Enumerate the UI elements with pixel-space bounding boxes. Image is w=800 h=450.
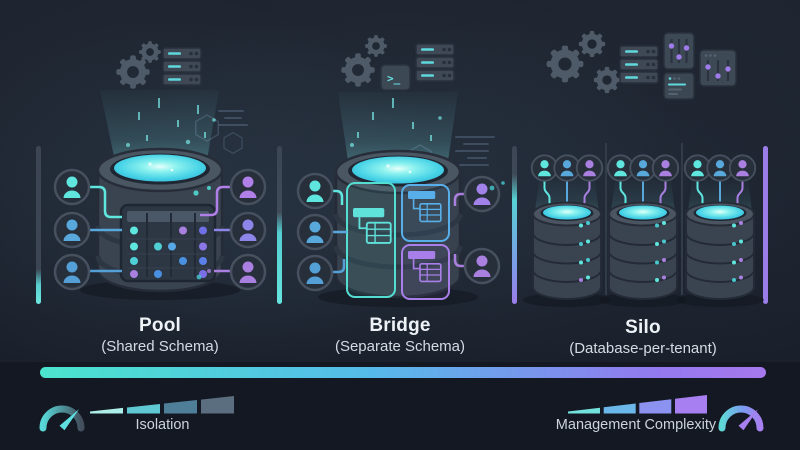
server-rack-icon <box>619 45 659 84</box>
disc-status-dots <box>732 221 743 282</box>
tenant-avatar <box>296 172 334 210</box>
bridge-subtitle: (Separate Schema) <box>334 338 466 355</box>
silo-illustration <box>523 154 764 307</box>
glow-top <box>619 205 667 220</box>
bridge-ops-icons: >_ <box>341 35 455 91</box>
light-beam <box>100 90 219 166</box>
tenant-avatar <box>53 168 91 206</box>
tenant-avatar <box>229 253 267 291</box>
tenant-data-dots <box>130 226 207 278</box>
gear-icon <box>579 31 605 57</box>
silo-database-group <box>676 154 764 307</box>
server-rack-icon <box>415 43 455 82</box>
tenant-avatar <box>575 154 604 182</box>
tenant-avatar <box>229 211 267 249</box>
gear-icon <box>341 53 374 86</box>
section-accent-bar <box>512 146 517 304</box>
bridge-title: Bridge <box>369 315 431 336</box>
glow-top <box>696 205 744 220</box>
tenant-avatar <box>229 168 267 206</box>
isolation-label: Isolation <box>135 417 190 433</box>
tenant-avatar <box>651 154 680 182</box>
tenant-avatar <box>53 253 91 291</box>
tenant-avatar <box>728 154 757 182</box>
complexity-gauge-icon <box>718 405 764 432</box>
section-accent-bar <box>36 146 41 304</box>
management-complexity-label: Management Complexity <box>555 417 717 433</box>
settings-window-icon <box>663 72 695 100</box>
pool-illustration <box>53 90 267 300</box>
light-beam <box>338 92 458 168</box>
database-cylinder <box>608 213 678 300</box>
beam-particles <box>350 98 442 147</box>
sliders-icon <box>663 32 695 70</box>
silo-divider <box>681 143 683 295</box>
tenant-avatar <box>463 175 501 213</box>
glow-top <box>543 205 591 220</box>
isolation-ramp <box>90 396 234 414</box>
glow-top <box>114 154 206 182</box>
tenant-avatar <box>296 213 334 251</box>
gear-icon <box>365 35 387 57</box>
silo-database-group <box>523 154 611 307</box>
gear-icon <box>139 41 161 63</box>
gear-icon <box>547 46 584 83</box>
silo-divider <box>605 143 607 295</box>
silo-title: Silo <box>625 317 661 338</box>
connector-lines <box>89 185 231 273</box>
svg-text:>_: >_ <box>387 72 401 85</box>
tenant-avatar <box>463 247 501 285</box>
pool-title: Pool <box>139 315 181 336</box>
code-lines-decoration <box>218 110 495 166</box>
beam-particles <box>126 98 216 147</box>
disc-status-dots <box>655 221 666 282</box>
silo-subtitle: (Database-per-tenant) <box>569 340 717 357</box>
connector-lines <box>332 189 465 274</box>
section-accent-bar <box>763 146 768 304</box>
tenant-avatar <box>296 254 334 292</box>
gear-icon <box>594 67 620 93</box>
silo-database-group <box>599 154 687 307</box>
pool-subtitle: (Shared Schema) <box>101 338 219 355</box>
glow-top <box>352 156 444 184</box>
bridge-illustration <box>296 92 505 307</box>
gear-icon <box>116 55 149 88</box>
pool-ops-icons <box>116 41 202 88</box>
complexity-ramp <box>568 395 707 414</box>
isolation-gauge-icon <box>39 405 85 432</box>
silo-ops-icons <box>547 31 737 100</box>
schema-panel-cyan <box>346 182 396 298</box>
tenant-avatar <box>53 211 91 249</box>
terminal-icon: >_ <box>380 64 411 91</box>
shared-schema-table <box>119 203 217 283</box>
schema-panels <box>346 182 450 300</box>
spectrum-bar <box>40 367 766 378</box>
database-cylinder <box>685 213 755 300</box>
sliders-window-icon <box>699 49 737 87</box>
disc-status-dots <box>579 221 590 282</box>
database-cylinder <box>532 213 602 300</box>
server-rack-icon <box>162 47 202 86</box>
section-accent-bar <box>277 146 282 304</box>
